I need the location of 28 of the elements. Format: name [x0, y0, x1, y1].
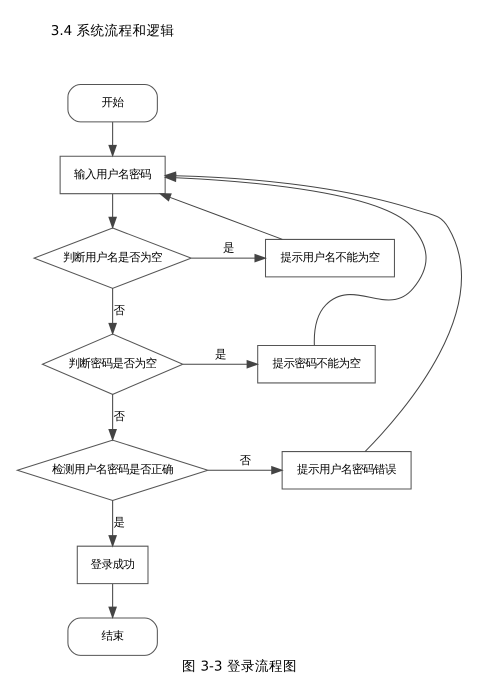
arrow: [108, 194, 117, 230]
node-box: 登录成功: [76, 546, 149, 584]
arrow: [158, 193, 282, 240]
edge-label: 是: [214, 346, 226, 361]
node-diamond: 判断用户名是否为空: [32, 227, 193, 289]
arrow: [191, 254, 267, 263]
node-box: 开始: [67, 84, 158, 122]
node-box: 提示用户名不能为空: [264, 238, 395, 278]
caption: 图 3-3 登录流程图: [182, 658, 297, 674]
node-box: 输入用户名密码: [60, 156, 166, 194]
edge-label: 是: [113, 515, 124, 530]
edge-label: 否: [113, 303, 124, 318]
edge-label: 否: [113, 409, 124, 424]
edge-label: 是: [222, 240, 234, 255]
node-diamond: 判断密码是否为空: [41, 334, 184, 395]
node-box: 提示用户名密码错误: [282, 451, 412, 490]
arrow: [208, 466, 284, 475]
node-box: 提示密码不能为空: [257, 344, 376, 384]
arrow: [108, 288, 117, 336]
diagram-title: 3.4 系统流程和逻辑: [50, 22, 175, 39]
arrow: [108, 394, 117, 442]
arrow: [108, 122, 117, 158]
edge-label: 否: [240, 452, 251, 467]
arrow: [108, 584, 117, 620]
arrow: [183, 360, 260, 369]
node-box: 结束: [67, 617, 158, 656]
node-diamond: 检测用户名密码是否正确: [16, 440, 210, 501]
arrow: [108, 500, 117, 548]
